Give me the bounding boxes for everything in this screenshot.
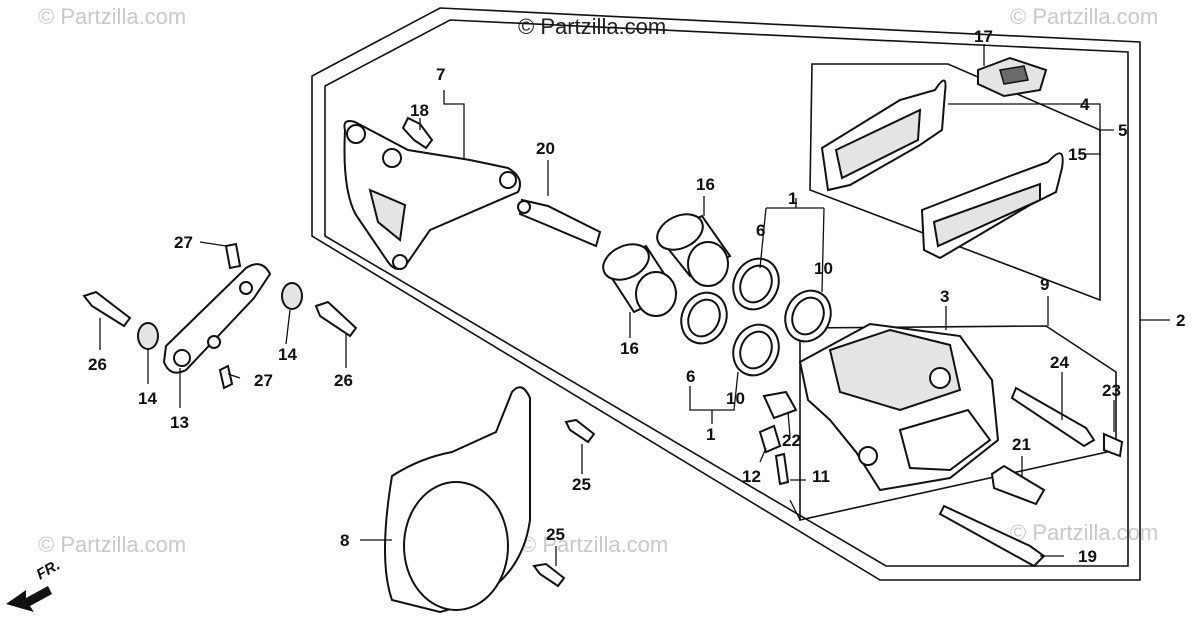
callout-1-lower: 1 [706,425,715,444]
watermark-bottom-left: © Partzilla.com [38,532,186,557]
plugs [990,432,1124,506]
front-direction-label: FR. [34,557,63,584]
pad-retainer-clip [401,116,434,150]
callout-14-left: 14 [138,389,157,408]
callout-7: 7 [436,65,445,84]
callout-8: 8 [340,531,349,550]
callout-4: 4 [1080,95,1090,114]
callout-labels: 1 1 2 3 4 5 6 6 7 8 9 10 10 11 12 13 14 … [88,27,1185,566]
callout-23: 23 [1102,381,1121,400]
callout-20: 20 [536,139,555,158]
watermark-bottom-right: © Partzilla.com [1010,520,1158,545]
callout-26-left: 26 [88,355,107,374]
bleed-valve [758,390,798,486]
callout-25-lower: 25 [546,525,565,544]
callout-11: 11 [812,467,830,486]
callout-6-upper: 6 [756,221,765,240]
pad-set-frame [809,63,1101,302]
piston-lower [602,243,678,317]
torque-link [162,263,272,374]
callout-3: 3 [940,287,949,306]
caliper-body [798,322,1000,492]
brake-pad-upper [820,79,947,192]
callout-22: 22 [782,431,801,450]
piston-seals [680,257,832,377]
caliper-frame [799,325,1117,521]
callout-12: 12 [742,467,761,486]
callout-19: 19 [1078,547,1097,566]
callout-2: 2 [1176,311,1185,330]
callout-1-upper: 1 [788,189,797,208]
brake-pad-lower [920,152,1064,260]
cotter-pins [218,242,242,390]
callout-27-upper: 27 [174,233,193,252]
watermark-bottom-center: © Partzilla.com [520,532,668,557]
leader-lines [99,44,1170,566]
callout-25-upper: 25 [572,475,591,494]
callout-17: 17 [974,27,993,46]
pad-pins [938,386,1096,568]
callout-6-lower: 6 [686,367,695,386]
callout-10-upper: 10 [814,259,833,278]
callout-15: 15 [1068,145,1087,164]
callout-26-right: 26 [334,371,353,390]
bolts-left [82,282,358,350]
callout-18: 18 [410,101,429,120]
callout-14-right: 14 [278,345,297,364]
piston-upper [656,213,732,287]
callout-21: 21 [1012,435,1031,454]
callout-27-lower: 27 [254,371,273,390]
callout-13: 13 [170,413,189,432]
pad-spring [977,56,1048,98]
watermark-top-left: © Partzilla.com [38,4,186,29]
assembly-frame-inner [324,19,1129,567]
callout-10-lower: 10 [726,389,745,408]
caliper-bracket [343,120,521,270]
callout-24: 24 [1050,353,1069,372]
callout-5: 5 [1118,121,1127,140]
callout-16-upper: 16 [696,175,715,194]
small-bolts [532,418,596,588]
callout-9: 9 [1040,275,1049,294]
watermark-top-right: © Partzilla.com [1010,4,1158,29]
front-direction-arrow: FR. [6,557,63,612]
assembly-frame [311,7,1141,581]
pin-bolt [517,198,602,248]
disc-guard [384,386,531,614]
callout-16-lower: 16 [620,339,639,358]
